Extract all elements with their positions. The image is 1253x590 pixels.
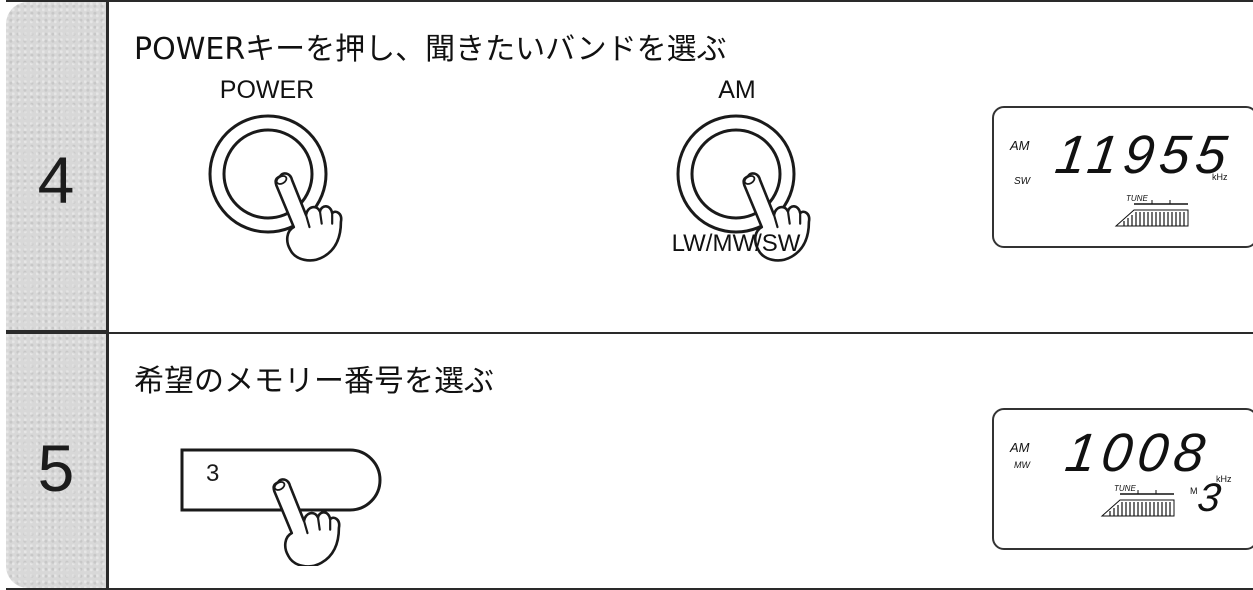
am-key-label: AM [718, 76, 756, 104]
round-push-button-icon [676, 114, 811, 262]
step-number: 4 [37, 143, 75, 217]
step-5: 5 希望のメモリー番号を選ぶ 3 AM MW 1008 kHz TUNE [6, 332, 1253, 590]
lcd-frequency: 11955 [1051, 125, 1237, 185]
memory-key-3[interactable]: 3 [174, 446, 404, 568]
lcd-band: MW [1014, 460, 1030, 470]
lcd-tune-label: TUNE [1126, 194, 1148, 203]
step-tab [6, 2, 109, 332]
lcd-memory-indicator: M [1190, 486, 1198, 496]
lcd-unit: kHz [1212, 172, 1228, 182]
lcd-band: SW [1014, 176, 1031, 187]
lcd-unit: kHz [1216, 474, 1232, 484]
step-tab [6, 334, 109, 588]
step-number: 5 [37, 431, 75, 505]
lcd-tune-label: TUNE [1114, 484, 1136, 493]
power-key-label: POWER [219, 76, 315, 104]
power-button[interactable] [206, 114, 356, 264]
lcd-display: AM SW 11955 kHz TUNE [992, 106, 1253, 248]
band-button[interactable] [674, 114, 824, 264]
memory-key-icon [180, 448, 382, 568]
step-4: 4 POWERキーを押し、聞きたいバンドを選ぶ POWER AM LW/MW/S… [6, 0, 1253, 332]
memory-key-label: 3 [206, 460, 220, 487]
lcd-memory-number: 3 [1194, 476, 1230, 520]
lcd-mode: AM [1010, 138, 1030, 153]
lcd-display: AM MW 1008 kHz TUNE M 3 [992, 408, 1253, 550]
round-push-button-icon [208, 114, 343, 262]
tuning-meter-icon [1100, 490, 1175, 517]
step-instruction: 希望のメモリー番号を選ぶ [134, 364, 494, 399]
lcd-frequency: 1008 [1061, 423, 1215, 483]
tuning-meter-icon [1114, 200, 1189, 227]
step-instruction: POWERキーを押し、聞きたいバンドを選ぶ [134, 32, 727, 67]
band-key-sublabel: LW/MW/SW [671, 230, 801, 257]
lcd-mode: AM [1010, 440, 1030, 455]
